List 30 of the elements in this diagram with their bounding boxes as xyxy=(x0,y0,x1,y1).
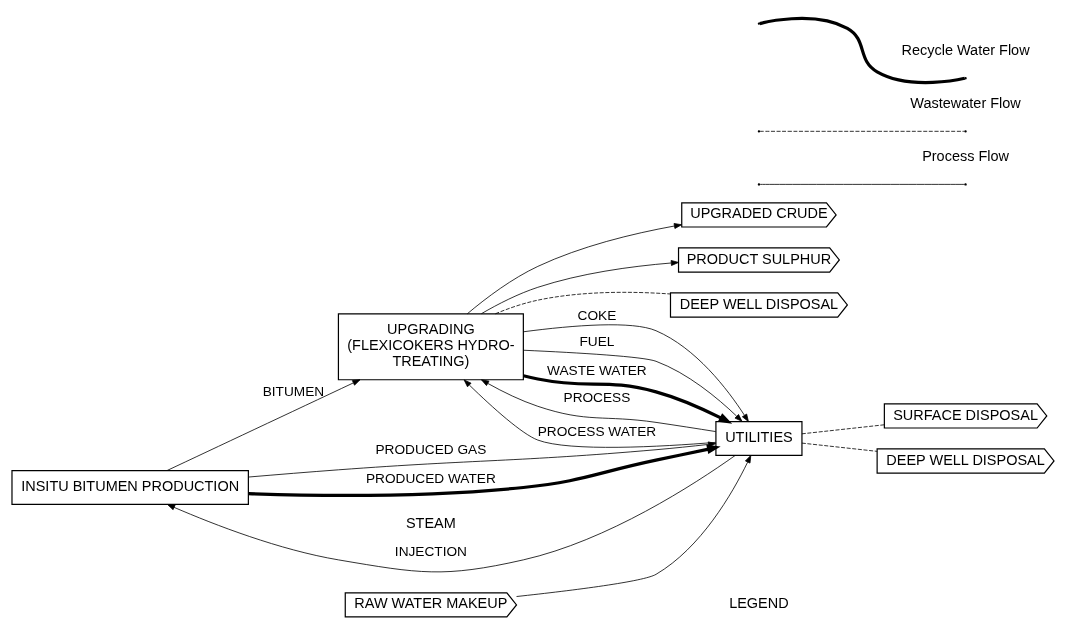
connector xyxy=(801,423,885,434)
edge-label: PROCESS xyxy=(563,389,631,405)
arrow xyxy=(523,373,733,424)
arrow xyxy=(481,378,717,432)
arrow xyxy=(523,349,743,422)
legend-label: Wastewater Flow xyxy=(910,94,1021,111)
arrow xyxy=(166,378,361,471)
label: LEGEND xyxy=(729,594,789,611)
edge-label: PROCESS WATER xyxy=(537,423,657,439)
edge-label: WASTE WATER xyxy=(547,362,647,378)
arrow xyxy=(466,222,682,314)
connector xyxy=(801,442,878,452)
arrow xyxy=(523,323,749,422)
arrow xyxy=(481,259,679,314)
node-box: UPGRADING (FLEXICOKERS HYDRO- TREATING) xyxy=(337,312,524,380)
arrow xyxy=(248,444,721,497)
edge-label: PRODUCED WATER xyxy=(366,470,496,486)
arrow xyxy=(516,454,752,597)
edge-label: INJECTION xyxy=(394,543,467,559)
edge-label: COKE xyxy=(577,307,617,323)
label: STEAM xyxy=(405,514,456,531)
edge-label: PRODUCED GAS xyxy=(375,441,487,457)
legend-label: Process Flow xyxy=(922,147,1009,164)
legend-label: Recycle Water Flow xyxy=(901,41,1030,58)
edge-label: BITUMEN xyxy=(262,383,325,399)
connector xyxy=(495,291,671,314)
node-box: INSITU BITUMEN PRODUCTION xyxy=(11,469,249,505)
arrow xyxy=(167,454,736,572)
edge-label: FUEL xyxy=(579,333,615,349)
node-box: UTILITIES xyxy=(715,420,803,456)
